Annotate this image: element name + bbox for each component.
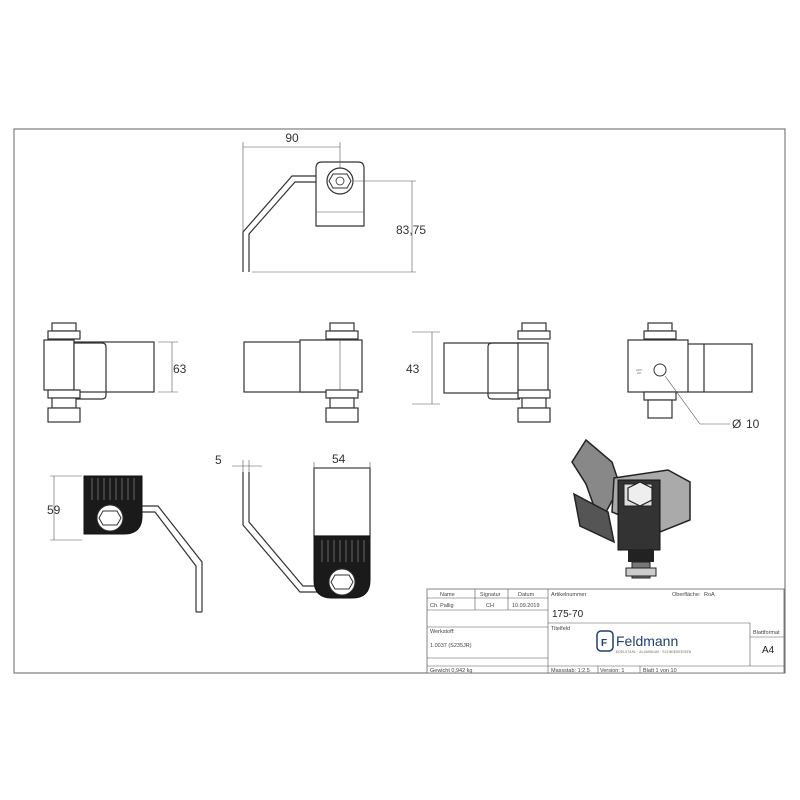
company-slogan: EDELSTAHL · ALUMINIUM · SCHMIEDEEISEN (616, 650, 692, 654)
tb-material-value: 1.0037 (S235JR) (430, 643, 472, 649)
feldmann-logo: F Feldmann EDELSTAHL · ALUMINIUM · SCHMI… (596, 630, 692, 654)
tb-col-signature: Signatur (480, 592, 501, 598)
top-view: 90 83,75 (242, 131, 426, 273)
front-view-middle: 5 54 (215, 452, 371, 599)
side-view-far-right: Ø 10 (627, 322, 760, 431)
tb-version: Version: 1 (600, 668, 624, 674)
front-left-bar (142, 505, 203, 612)
dim-hole-diameter-symbol: Ø (732, 417, 741, 431)
top-view-bar (242, 175, 316, 272)
tb-format-value: A4 (762, 645, 775, 656)
dim-width-bottom: 54 (332, 452, 346, 466)
tb-surface-label: Oberfläche: (672, 592, 701, 598)
side-left-plate (73, 341, 155, 393)
dim-height-top: 83,75 (396, 223, 426, 237)
logo-letter: F (601, 638, 607, 649)
dim-hole-diameter: 10 (746, 417, 760, 431)
tb-name-value: Ch. Pallig (430, 603, 454, 609)
dim-plate-height: 59 (47, 503, 61, 517)
tb-scale: Massstab: 1:2.5 (551, 668, 590, 674)
side-left-barrel (43, 339, 75, 391)
dim-thickness: 5 (215, 453, 222, 467)
tb-material-label: Werkstoff: (430, 629, 455, 635)
side-view-right: 43 (406, 322, 551, 423)
tb-weight: Gewicht 0,942 kg (430, 668, 473, 674)
tb-article-number: 175-70 (552, 609, 584, 620)
dim-side-height-1: 63 (173, 362, 187, 376)
title-block: Name Signatur Datum Ch. Pallig CH 10.09.… (426, 588, 785, 674)
tb-col-name: Name (440, 592, 455, 598)
tb-signature-value: CH (486, 603, 494, 609)
tb-format-label: Blattformat (753, 630, 780, 636)
tb-article-label: Artikelnummer (551, 592, 587, 598)
tb-title-label: Titelfeld (551, 626, 570, 632)
tb-date-value: 10.09.2019 (512, 603, 540, 609)
side-mid-barrel (299, 339, 363, 393)
isometric-render (571, 438, 691, 579)
side-view-left: 63 (43, 322, 187, 423)
sheet-border (13, 128, 786, 674)
front-mid-bar (242, 472, 320, 593)
tb-col-date: Datum (518, 592, 535, 598)
front-mid-plate (313, 467, 371, 537)
side-view-middle (243, 322, 363, 423)
hole-circle (653, 363, 667, 377)
dim-width-top: 90 (285, 131, 299, 145)
company-name: Feldmann (616, 633, 678, 649)
front-view-left: 59 (47, 475, 203, 613)
tb-surface-value: RoA (704, 592, 715, 598)
tb-sheet: Blatt 1 von 10 (643, 668, 677, 674)
dim-side-height-2: 43 (406, 362, 420, 376)
